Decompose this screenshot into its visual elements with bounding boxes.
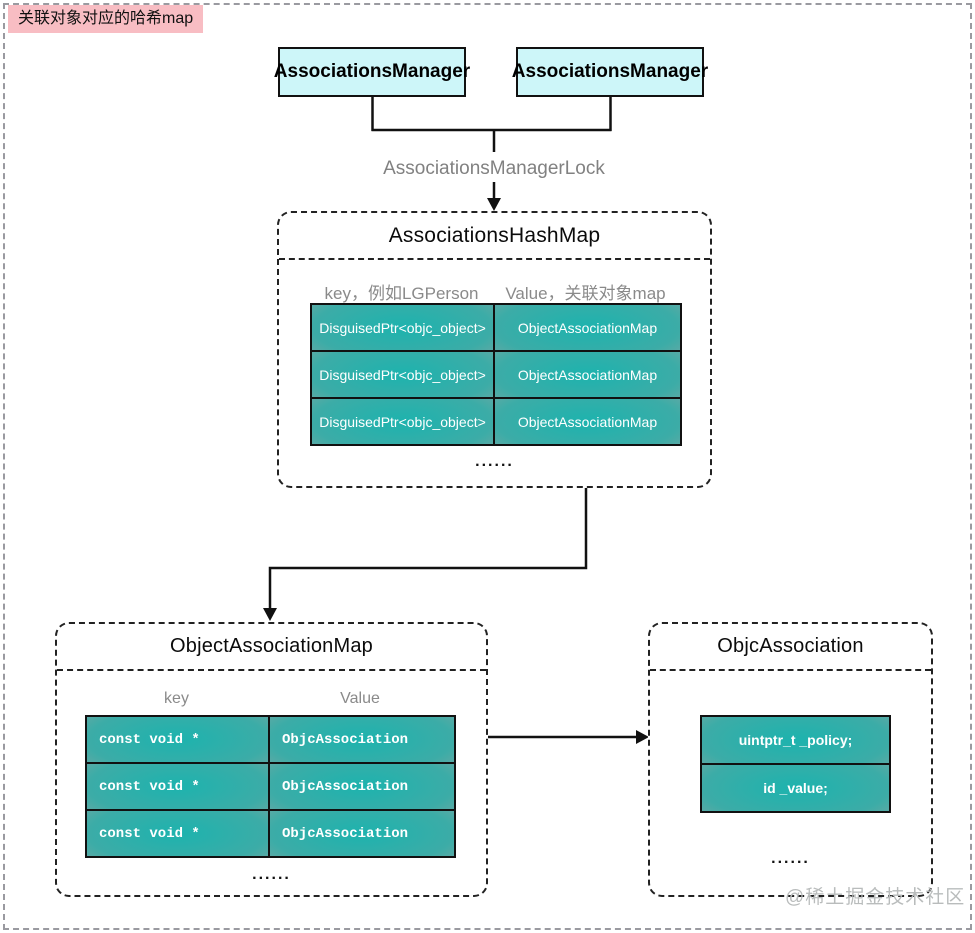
object-association-map-box: ObjectAssociationMap key Value const voi…	[55, 622, 488, 897]
oam-value-cell: ObjcAssociation	[270, 811, 454, 856]
table-row: DisguisedPtr<objc_object> ObjectAssociat…	[312, 352, 680, 399]
title-tag: 关联对象对应的哈希map	[8, 5, 204, 33]
associations-hashmap-box: AssociationsHashMap key，例如LGPerson Value…	[277, 211, 712, 488]
oam-header-row: key Value	[85, 690, 452, 708]
oa-field-cell: uintptr_t _policy;	[702, 717, 889, 763]
oam-ellipsis: ......	[252, 866, 291, 883]
oam-key-cell: const void *	[87, 764, 270, 809]
objc-association-box: ObjcAssociation uintptr_t _policy; id _v…	[648, 622, 933, 897]
watermark: @稀土掘金技术社区	[785, 887, 966, 908]
table-row: const void * ObjcAssociation	[87, 717, 454, 764]
hashmap-header-row: key，例如LGPerson Value，关联对象map	[310, 279, 678, 304]
oa-ellipsis: ......	[771, 850, 810, 867]
hashmap-table: DisguisedPtr<objc_object> ObjectAssociat…	[310, 303, 682, 446]
oam-value-cell: ObjcAssociation	[270, 764, 454, 809]
hashmap-value-cell: ObjectAssociationMap	[495, 352, 680, 397]
table-row: DisguisedPtr<objc_object> ObjectAssociat…	[312, 399, 680, 444]
hashmap-key-cell: DisguisedPtr<objc_object>	[312, 399, 495, 444]
hashmap-key-cell: DisguisedPtr<objc_object>	[312, 352, 495, 397]
table-row: id _value;	[702, 765, 889, 811]
hashmap-ellipsis: ......	[475, 453, 514, 470]
table-row: const void * ObjcAssociation	[87, 811, 454, 856]
arrow-to-oam-head	[263, 608, 277, 621]
oam-table: const void * ObjcAssociation const void …	[85, 715, 456, 858]
hashmap-value-cell: ObjectAssociationMap	[495, 399, 680, 444]
oam-value-header: Value	[340, 690, 380, 707]
associations-manager-label: AssociationsManager	[273, 61, 471, 82]
associations-hashmap-title: AssociationsHashMap	[279, 213, 710, 260]
associations-manager-box-left: AssociationsManager	[274, 47, 470, 97]
arrow-to-hashmap-head	[487, 198, 501, 211]
object-association-map-title: ObjectAssociationMap	[57, 624, 486, 671]
oa-field-cell: id _value;	[702, 765, 889, 811]
associations-manager-lock-label: AssociationsManagerLock	[383, 158, 605, 179]
objc-association-table: uintptr_t _policy; id _value;	[700, 715, 891, 813]
oam-key-cell: const void *	[87, 811, 270, 856]
table-row: DisguisedPtr<objc_object> ObjectAssociat…	[312, 305, 680, 352]
hashmap-value-cell: ObjectAssociationMap	[495, 305, 680, 350]
hashmap-value-header: Value，关联对象map	[505, 284, 666, 303]
oam-key-cell: const void *	[87, 717, 270, 762]
hashmap-key-header: key，例如LGPerson	[324, 284, 479, 303]
table-row: uintptr_t _policy;	[702, 717, 889, 765]
associations-manager-box-right: AssociationsManager	[512, 47, 708, 97]
hashmap-key-cell: DisguisedPtr<objc_object>	[312, 305, 495, 350]
oam-value-cell: ObjcAssociation	[270, 717, 454, 762]
associations-manager-label: AssociationsManager	[511, 61, 709, 82]
table-row: const void * ObjcAssociation	[87, 764, 454, 811]
oam-key-header: key	[164, 690, 189, 707]
objc-association-title: ObjcAssociation	[650, 624, 931, 671]
